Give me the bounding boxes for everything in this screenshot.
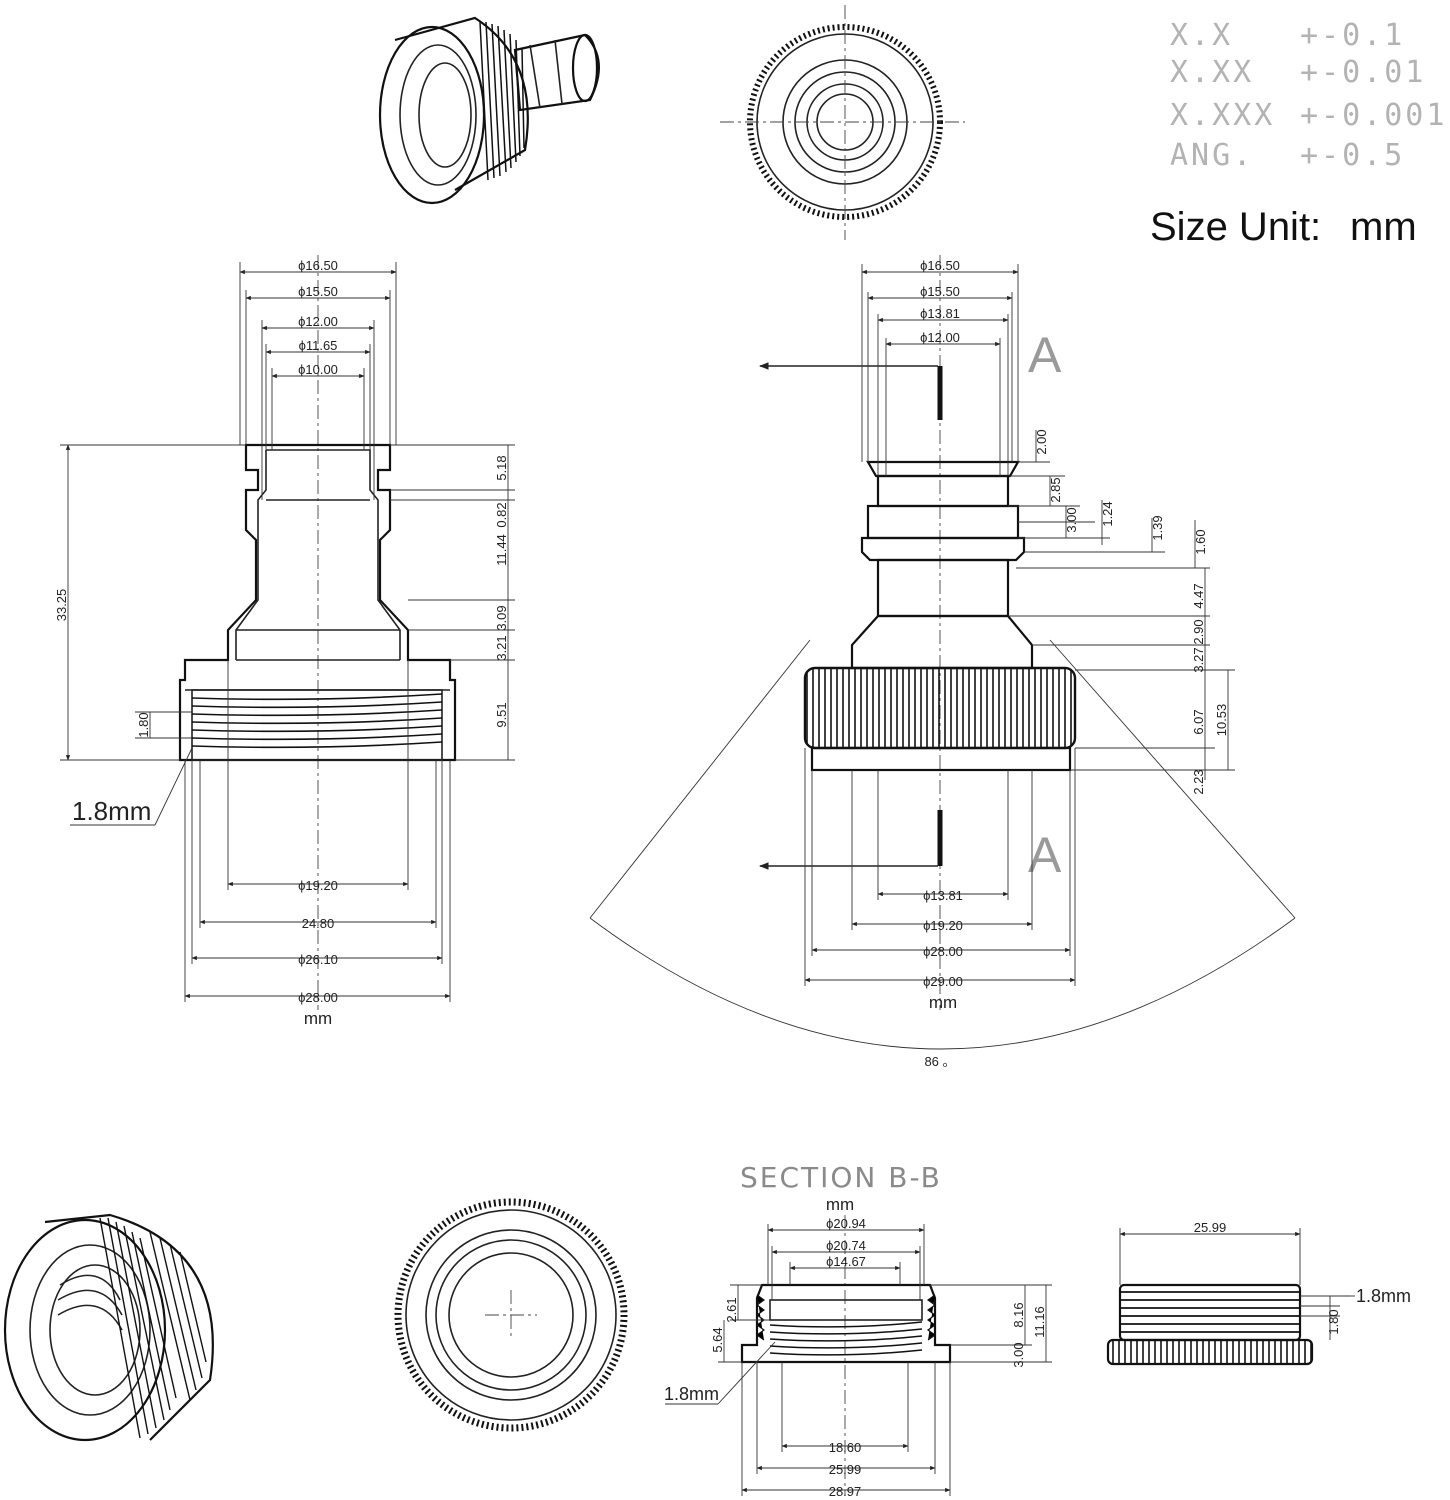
v3-top-dims: ϕ20.94 ϕ20.74 ϕ14.67 xyxy=(767,1216,925,1300)
v1-dia-5: ϕ10.00 xyxy=(298,362,338,377)
size-unit-value: mm xyxy=(1350,205,1417,249)
v2-dia-4: ϕ12.00 xyxy=(920,330,960,345)
v2-top-dims: ϕ16.50 ϕ15.50 ϕ13.81 ϕ12.00 xyxy=(861,258,1019,476)
v1-overall-height: 33.25 xyxy=(54,589,69,622)
v4-thread-label: 1.8mm xyxy=(1356,1286,1411,1306)
v2-right-dim-9: 3.27 xyxy=(1191,647,1206,672)
v3-bottom-dims: 18.60 25.99 28.97 xyxy=(741,1362,951,1499)
v3-bottom-dim-3: 28.97 xyxy=(829,1484,862,1499)
v3-left-dim-1: 2.61 xyxy=(724,1297,739,1322)
section-letter-top: A xyxy=(1028,327,1062,383)
v1-bottom-dim-4: ϕ28.00 xyxy=(298,990,338,1005)
tolerance-value-1: +-0.1 xyxy=(1300,18,1405,53)
v2-right-dim-10: 6.07 xyxy=(1191,709,1206,734)
v2-right-dim-4: 1.24 xyxy=(1100,501,1115,526)
v2-right-dim-6: 1.60 xyxy=(1193,529,1208,554)
v2-bottom-dim-3: ϕ28.00 xyxy=(923,944,963,959)
v2-dia-2: ϕ15.50 xyxy=(920,284,960,299)
tolerance-format-4: ANG. xyxy=(1170,138,1254,173)
v3-top-dim-3: ϕ14.67 xyxy=(826,1254,866,1269)
v1-right-dim-1: 5.18 xyxy=(494,455,509,480)
v2-unit: mm xyxy=(929,993,957,1012)
v1-thread-callout: 1.8mm xyxy=(70,747,193,826)
v3-bottom-dim-1: 18.60 xyxy=(829,1440,862,1455)
v2-angle: 86 。 xyxy=(924,1054,955,1069)
v2-right-dim-1: 2.00 xyxy=(1034,429,1049,454)
reducer-isometric-view xyxy=(3,1213,214,1442)
tolerance-row-1: X.X +-0.1 xyxy=(1170,18,1405,53)
v1-bottom-dim-1: ϕ19.20 xyxy=(298,878,338,893)
v3-right-dim-1: 8.16 xyxy=(1011,1302,1026,1327)
v2-bottom-dims: ϕ13.81 ϕ19.20 ϕ28.00 ϕ29.00 mm 86 。 xyxy=(804,748,1076,1069)
tolerance-table: X.X +-0.1 X.XX +-0.01 X.XXX +-0.001 ANG.… xyxy=(1170,18,1447,173)
v1-bottom-dim-2: 24.80 xyxy=(302,916,335,931)
reducer-exterior-view: 25.99 1.8mm 1.80 xyxy=(1106,1220,1411,1366)
v3-bottom-dim-2: 25.99 xyxy=(829,1462,862,1477)
v2-right-dim-5: 1.39 xyxy=(1150,515,1165,540)
tolerance-value-4: +-0.5 xyxy=(1300,138,1405,173)
v4-pitch-dim: 1.80 xyxy=(1326,1309,1341,1334)
v3-top-dim-1: ϕ20.94 xyxy=(826,1216,866,1231)
adapter-isometric-view xyxy=(378,16,600,205)
v1-right-dim-4: 3.09 xyxy=(494,605,509,630)
size-unit-label: Size Unit: xyxy=(1150,205,1321,249)
adapter-side-section-view: ϕ16.50 ϕ15.50 ϕ12.00 ϕ11.65 ϕ10.00 33.25 xyxy=(54,255,515,1028)
v1-left-dims: 33.25 1.80 xyxy=(54,444,246,761)
tolerance-row-3: X.XXX +-0.001 xyxy=(1170,98,1447,133)
v1-bottom-dim-3: ϕ26.10 xyxy=(298,952,338,967)
v2-right-dims: 2.00 2.85 3.00 1.24 1.39 1.60 4.47 2.90 … xyxy=(1008,429,1235,795)
v1-pitch-dim: 1.80 xyxy=(136,712,151,737)
section-letter-bottom: A xyxy=(1028,827,1062,883)
v1-right-dim-3: 11.44 xyxy=(494,534,509,566)
v2-bottom-dim-4: ϕ29.00 xyxy=(923,974,963,989)
tolerance-value-2: +-0.01 xyxy=(1300,55,1426,90)
v2-bottom-dim-2: ϕ19.20 xyxy=(923,918,963,933)
v1-dia-2: ϕ15.50 xyxy=(298,284,338,299)
v3-left-dim-2: 5.64 xyxy=(710,1327,725,1352)
v2-right-dim-3: 3.00 xyxy=(1064,507,1079,532)
v1-dia-1: ϕ16.50 xyxy=(298,258,338,273)
v1-right-dim-6: 9.51 xyxy=(494,702,509,727)
v4-top-dim: 25.99 xyxy=(1194,1220,1227,1235)
size-unit-note: Size Unit: mm xyxy=(1150,205,1417,249)
v1-thread-label: 1.8mm xyxy=(72,796,151,826)
tolerance-row-2: X.XX +-0.01 xyxy=(1170,55,1426,90)
tolerance-format-2: X.XX xyxy=(1170,55,1254,90)
adapter-front-view xyxy=(720,5,965,240)
v1-right-dim-2: 0.82 xyxy=(494,502,509,527)
section-b-b-view: SECTION B-B mm ϕ20.94 ϕ20.74 ϕ14.6 xyxy=(664,1161,1052,1499)
v3-right-dim-3: 11.16 xyxy=(1032,1306,1047,1338)
v2-right-dim-12: 2.23 xyxy=(1191,769,1206,794)
reducer-front-view xyxy=(394,1198,628,1432)
v2-right-dim-2: 2.85 xyxy=(1048,477,1063,502)
tolerance-value-3: +-0.001 xyxy=(1300,98,1447,133)
v3-left-dims: 2.61 5.64 xyxy=(710,1284,770,1363)
v1-bottom-dims: ϕ19.20 24.80 ϕ26.10 ϕ28.00 mm xyxy=(184,660,451,1028)
v1-top-dims: ϕ16.50 ϕ15.50 ϕ12.00 ϕ11.65 ϕ10.00 xyxy=(239,258,397,500)
v1-right-dims: 5.18 0.82 11.44 3.09 3.21 9.51 xyxy=(390,444,515,761)
v2-bottom-dim-1: ϕ13.81 xyxy=(923,888,963,903)
v1-unit: mm xyxy=(304,1009,332,1028)
v3-top-dim-2: ϕ20.74 xyxy=(826,1238,866,1253)
v3-right-dim-2: 3.00 xyxy=(1011,1342,1026,1367)
v2-right-dim-11: 10.53 xyxy=(1214,704,1229,737)
v1-right-dim-5: 3.21 xyxy=(494,635,509,660)
v2-dia-1: ϕ16.50 xyxy=(920,258,960,273)
v2-right-dim-7: 4.47 xyxy=(1191,583,1206,608)
v3-thread-label: 1.8mm xyxy=(664,1384,719,1404)
adapter-exterior-view: A A ϕ16.50 ϕ15.50 ϕ13.81 ϕ12.00 xyxy=(589,255,1296,1069)
section-b-b-title: SECTION B-B xyxy=(740,1161,942,1194)
tolerance-row-4: ANG. +-0.5 xyxy=(1170,138,1405,173)
v1-dia-3: ϕ12.00 xyxy=(298,314,338,329)
tolerance-format-3: X.XXX xyxy=(1170,98,1275,133)
v2-right-dim-8: 2.90 xyxy=(1191,619,1206,644)
v3-unit: mm xyxy=(826,1195,854,1214)
v3-thread-callout: 1.8mm xyxy=(664,1341,776,1405)
tolerance-format-1: X.X xyxy=(1170,18,1233,53)
v1-dia-4: ϕ11.65 xyxy=(299,338,338,353)
v2-dia-3: ϕ13.81 xyxy=(920,306,960,321)
v3-right-dims: 8.16 3.00 11.16 xyxy=(930,1284,1052,1368)
